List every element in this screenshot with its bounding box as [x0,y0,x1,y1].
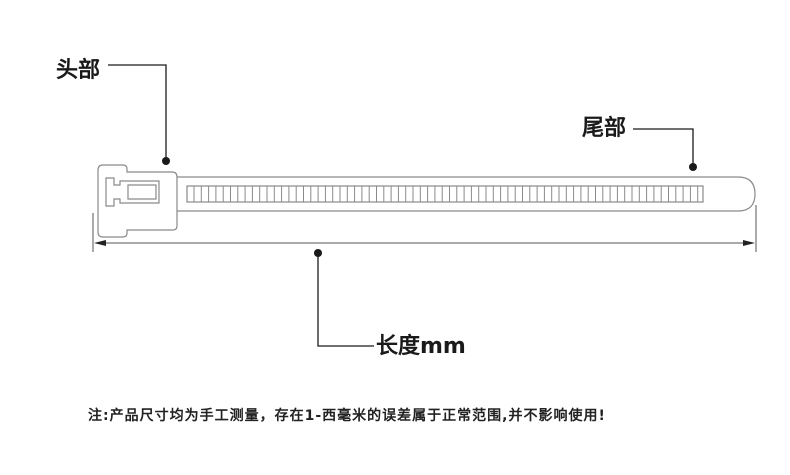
cable-tie-outline [97,164,756,238]
measurement-note: 注:产品尺寸均为手工测量，存在1-西毫米的误差属于正常范围,并不影响使用! [88,408,606,424]
head-latch [105,177,160,207]
tail-leader-line [633,128,694,166]
head-outline [97,164,178,238]
head-leader-dot-icon [162,157,170,165]
dimension-arrow-right-icon [743,240,755,246]
length-label: 长度mm [376,334,466,359]
head-label: 头部 [56,58,101,83]
tail-leader-dot-icon [689,163,697,171]
length-leader-dot-icon [314,249,322,257]
ribbed-band [186,185,704,203]
tail-label: 尾部 [582,116,627,141]
dimension-arrow-left-icon [94,240,106,246]
strap-ribs [193,186,699,202]
length-leader-line [317,254,374,347]
head-slot [127,184,157,200]
dimension-line [92,205,757,252]
strap-outline [177,176,756,212]
head-leader-line [108,64,167,160]
